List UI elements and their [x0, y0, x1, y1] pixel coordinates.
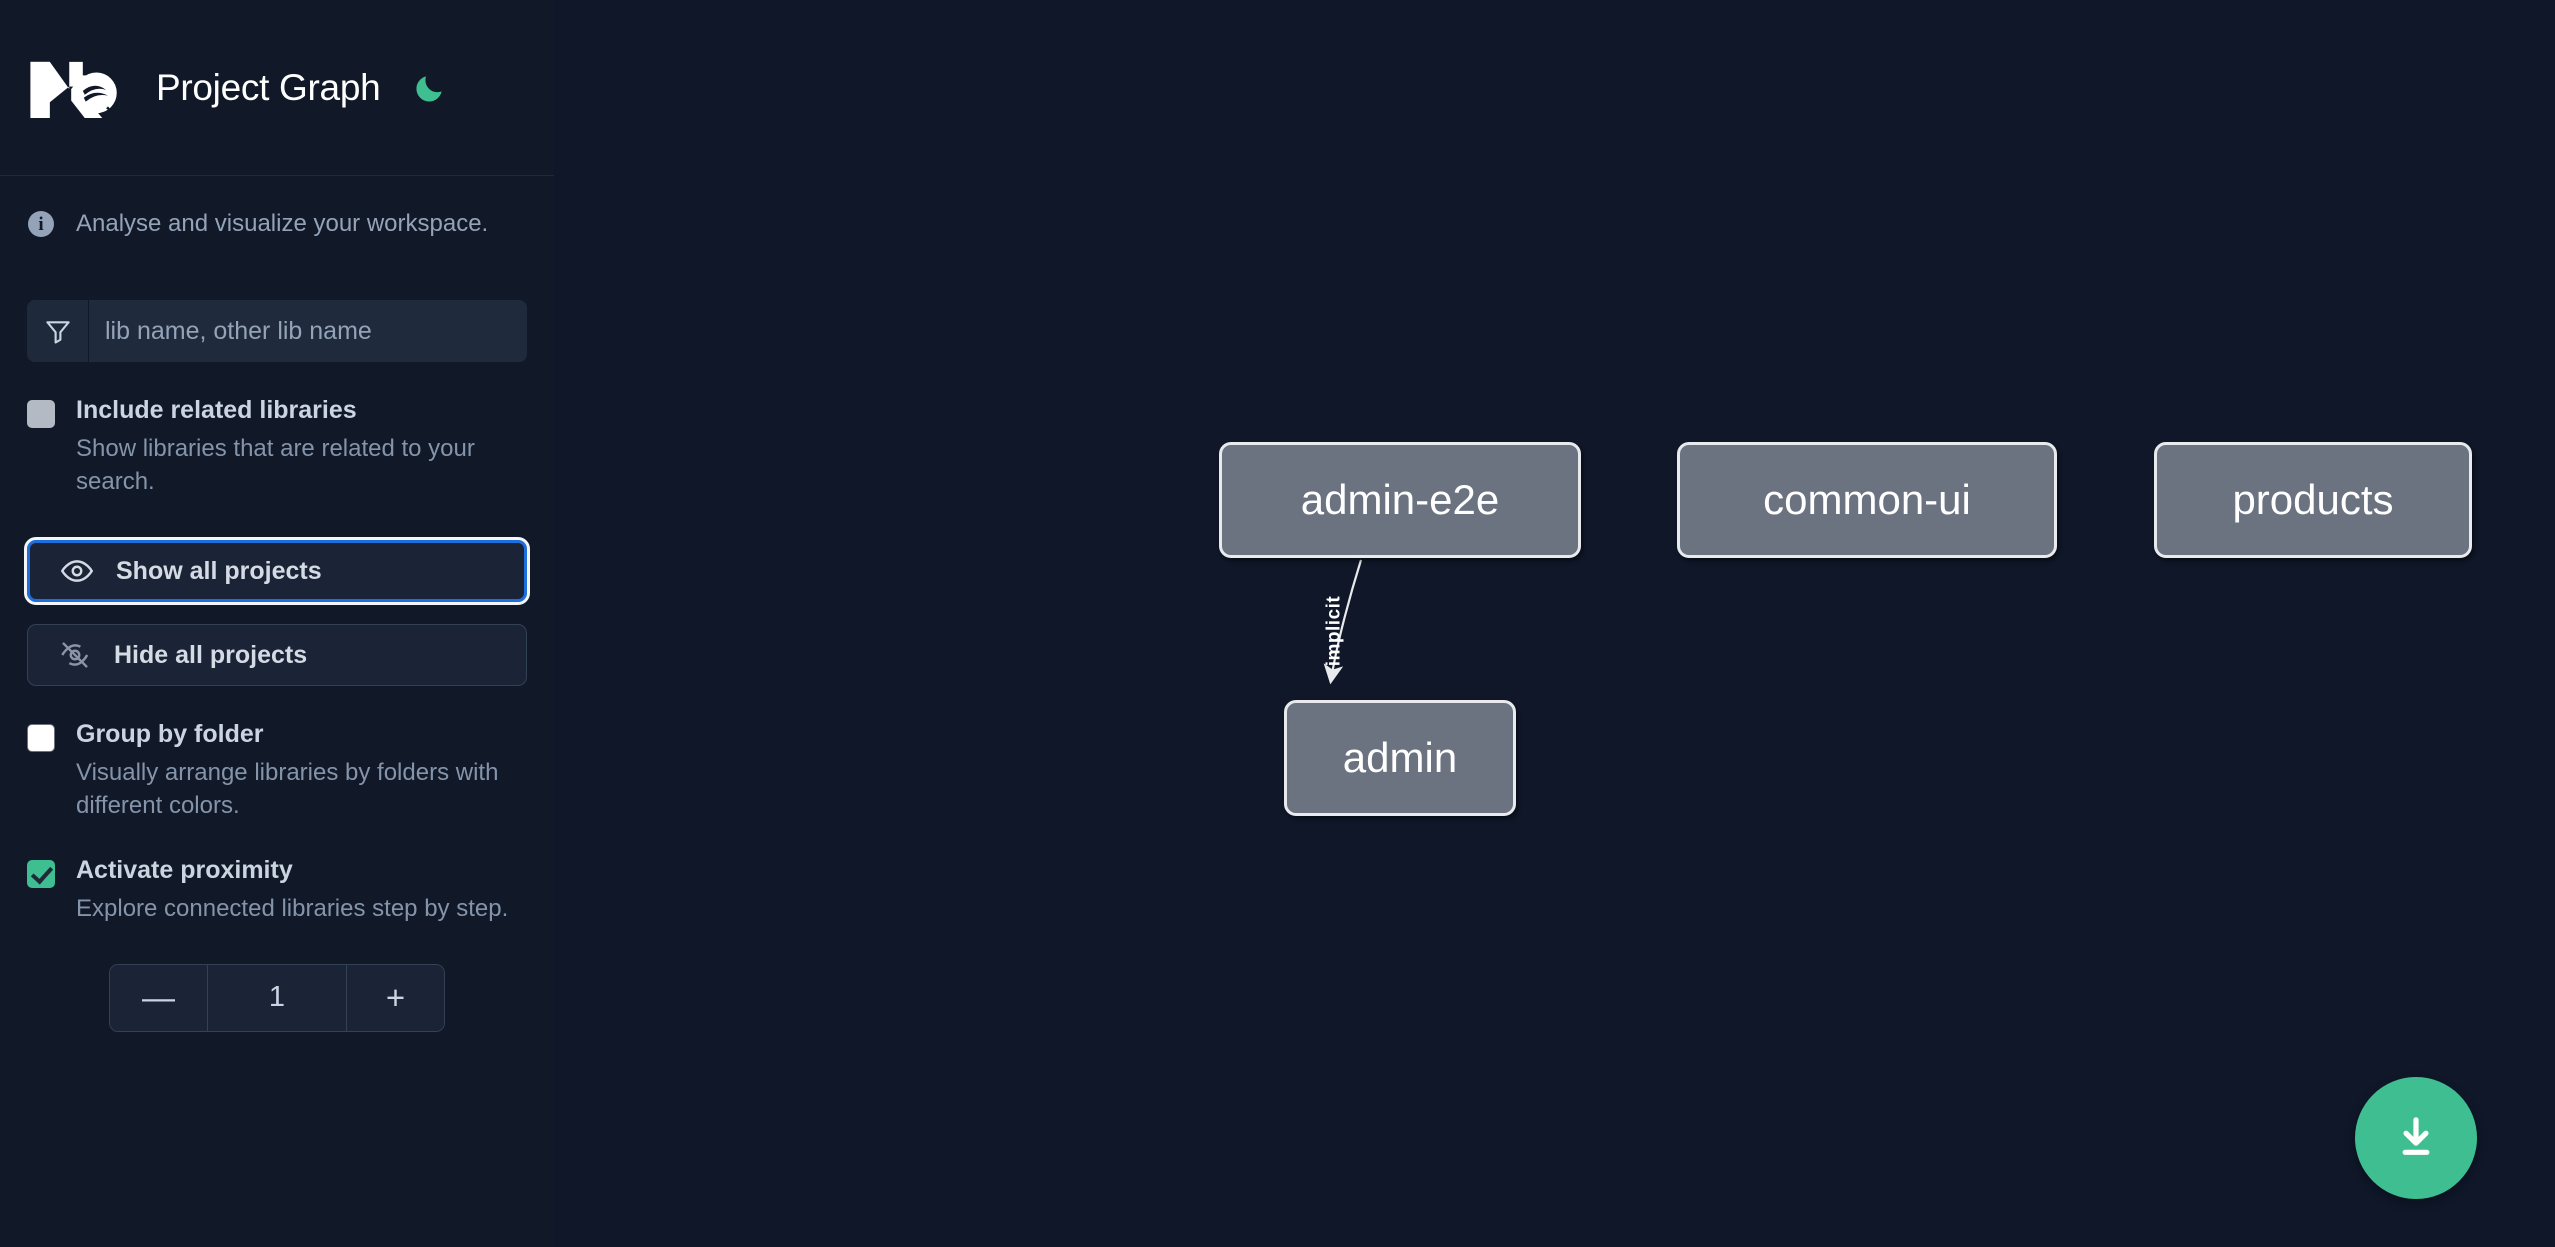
checkbox-group-by-folder[interactable]	[27, 724, 55, 753]
sidebar-body: Include related libraries Show libraries…	[0, 300, 554, 1032]
graph-node-products[interactable]: products	[2154, 442, 2472, 558]
filter-icon	[27, 300, 89, 362]
tagline-text: Analyse and visualize your workspace.	[76, 210, 489, 237]
download-graph-button[interactable]	[2355, 1077, 2477, 1199]
hide-all-projects-button[interactable]: Hide all projects	[27, 624, 527, 687]
graph-node-admin[interactable]: admin	[1284, 700, 1516, 816]
graph-canvas[interactable]: admin-e2e common-ui products store-e2e a…	[554, 0, 2555, 1247]
option-description: Visually arrange libraries by folders wi…	[76, 759, 499, 820]
eye-icon	[60, 560, 94, 583]
hide-all-projects-label: Hide all projects	[114, 640, 308, 669]
option-description: Explore connected libraries step by step…	[76, 895, 509, 923]
option-label: Activate proximity	[76, 856, 293, 885]
info-icon: i	[28, 211, 54, 237]
option-activate-proximity[interactable]: Activate proximity Explore connected lib…	[27, 855, 527, 925]
edge-label-admin-e2e-admin: implicit	[1323, 595, 1345, 667]
node-label: admin	[1342, 734, 1458, 781]
proximity-stepper: — 1 +	[27, 963, 527, 1032]
tagline: i Analyse and visualize your workspace.	[0, 176, 554, 272]
option-group-by-folder[interactable]: Group by folder Visually arrange librari…	[27, 719, 527, 822]
stepper-decrement-button[interactable]: —	[110, 964, 208, 1031]
search-input[interactable]	[89, 300, 527, 362]
stepper-increment-button[interactable]: +	[346, 964, 444, 1031]
graph-node-common-ui[interactable]: common-ui	[1677, 442, 2057, 558]
option-description: Show libraries that are related to your …	[76, 435, 475, 496]
eye-off-icon	[61, 642, 89, 669]
graph-node-admin-e2e[interactable]: admin-e2e	[1219, 442, 1581, 558]
option-include-related-libraries[interactable]: Include related libraries Show libraries…	[27, 395, 527, 498]
sidebar: Project Graph i Analyse and visualize yo…	[0, 0, 554, 1247]
graph-edges	[1323, 559, 1363, 685]
show-all-projects-button[interactable]: Show all projects	[24, 537, 530, 606]
sidebar-header: Project Graph	[0, 0, 554, 176]
project-visibility-buttons: Show all projects Hide all projects	[24, 537, 530, 687]
option-label: Group by folder	[76, 720, 264, 749]
node-label: products	[2232, 476, 2394, 523]
checkbox-activate-proximity[interactable]	[27, 860, 55, 889]
search-bar	[27, 300, 527, 362]
nx-logo	[30, 61, 117, 118]
node-label: admin-e2e	[1300, 476, 1500, 523]
show-all-projects-label: Show all projects	[116, 556, 322, 585]
download-icon	[2402, 1117, 2430, 1155]
option-label: Include related libraries	[76, 396, 357, 424]
node-label: common-ui	[1763, 476, 1971, 523]
stepper-value: 1	[208, 964, 346, 1031]
moon-icon[interactable]	[410, 68, 450, 108]
checkbox-include-related-libraries[interactable]	[27, 400, 55, 428]
page-title: Project Graph	[156, 66, 381, 108]
